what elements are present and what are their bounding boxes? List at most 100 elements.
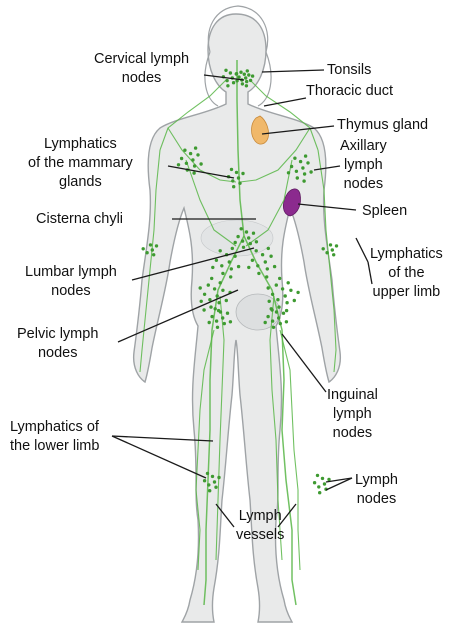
lymph-vessel [203, 235, 245, 606]
lymph-node-dot [218, 281, 222, 285]
lymph-node-dot [222, 321, 226, 326]
lymph-node-dot [289, 164, 294, 169]
lymph-node-dot [207, 483, 211, 487]
lymph-vessel [245, 159, 293, 247]
lymph-vessel-network [139, 60, 337, 606]
lymph-node-dot [199, 162, 203, 166]
lymph-node-dot [239, 227, 243, 231]
lymph-node-dot [229, 267, 233, 271]
lymph-node-dot [193, 146, 198, 150]
lymph-node-dot [202, 479, 207, 483]
lymph-node-dot [267, 299, 271, 303]
lymph-node-dot [270, 292, 275, 296]
lymph-node-dot [239, 70, 243, 74]
lymph-node-dot [212, 480, 217, 484]
lymph-node-dot [315, 473, 320, 478]
lymph-node-dot [278, 321, 282, 326]
lymph-node-dot [265, 275, 269, 279]
lymph-node-dot [263, 320, 267, 325]
leader-lymphnodes-2 [325, 477, 353, 491]
thymus-gland [251, 115, 269, 145]
lymph-vessel [243, 235, 297, 606]
lymph-node-dot [274, 310, 279, 314]
lymph-node-dot [218, 310, 223, 314]
label-tonsils: Tonsils [327, 62, 372, 78]
lymph-node-dot [228, 320, 233, 324]
lymph-node-dot [247, 236, 251, 240]
lymph-node-dot [236, 234, 240, 239]
lymph-node-dot [199, 299, 203, 303]
lymph-node-dot [231, 179, 235, 183]
lymph-node-dot [286, 171, 291, 175]
lymph-node-dot [274, 283, 278, 287]
lymph-node-dot [248, 241, 252, 246]
lymph-node-dot [176, 163, 181, 167]
lymph-node-dot [325, 251, 329, 255]
lymph-node-dot [211, 265, 215, 270]
lymph-node-dot [265, 267, 269, 271]
lymph-vessel [279, 329, 301, 571]
label-spleen: Spleen [362, 203, 408, 219]
lymph-node-dot [238, 181, 242, 185]
lymph-node-dot [221, 316, 225, 320]
lymph-node-dot [205, 471, 210, 476]
lymph-node-dot [263, 260, 267, 264]
lymph-node-dot [292, 298, 296, 303]
lymph-node-dot [236, 176, 241, 180]
lymph-node-dot [225, 78, 229, 83]
lymph-vessel [249, 79, 319, 151]
lymph-node-dot [240, 82, 245, 86]
leader-lymphnodes-1 [325, 477, 353, 483]
lymph-node-dot [285, 301, 289, 305]
lymph-node-cluster [141, 68, 339, 495]
leader-thoracic [263, 97, 307, 107]
lymph-vessel [167, 127, 237, 183]
lymph-node-dot [269, 254, 273, 258]
lymph-node-dot [281, 311, 286, 315]
lymph-node-dot [244, 230, 249, 234]
lymph-node-dot [196, 153, 200, 157]
lymph-node-dot [289, 288, 293, 292]
lymph-node-dot [330, 248, 334, 252]
lymph-node-dot [148, 243, 153, 247]
lymph-node-dot [284, 308, 289, 313]
lymph-node-dot [250, 74, 255, 78]
leader-inguinal [281, 333, 327, 393]
lymph-node-dot [327, 477, 331, 482]
lymph-node-dot [256, 264, 260, 268]
lymph-node-dot [303, 154, 308, 158]
lymph-node-dot [247, 265, 251, 270]
lymph-node-dot [321, 247, 325, 251]
lymph-node-dot [231, 81, 236, 85]
lymph-node-dot [244, 76, 248, 80]
lymph-node-dot [266, 246, 270, 251]
leader-spleen [297, 203, 357, 211]
lymph-node-dot [233, 254, 237, 258]
lymph-node-dot [150, 248, 154, 252]
lymph-node-dot [301, 166, 305, 170]
lymph-node-dot [302, 179, 306, 183]
lymph-node-dot [214, 319, 219, 323]
lymph-node-dot [250, 258, 255, 262]
lymph-vessel [159, 79, 227, 151]
lymph-node-dot [302, 172, 307, 176]
lymph-node-dot [210, 474, 215, 479]
lymph-node-dot [212, 287, 217, 291]
lymph-node-dot [235, 79, 239, 83]
lymph-node-dot [188, 151, 193, 156]
lymph-node-dot [214, 258, 219, 262]
lymph-vessel [236, 60, 245, 237]
lymph-node-dot [280, 287, 285, 291]
lymph-node-dot [276, 298, 280, 302]
leader-lines [111, 69, 373, 528]
lymph-node-dot [260, 253, 265, 257]
lymph-node-dot [224, 298, 228, 303]
lymph-node-dot [220, 264, 224, 268]
bladder-shape [235, 293, 281, 331]
lymph-node-dot [221, 271, 225, 276]
lymph-node-dot [183, 148, 187, 152]
lymph-node-dot [245, 79, 249, 84]
